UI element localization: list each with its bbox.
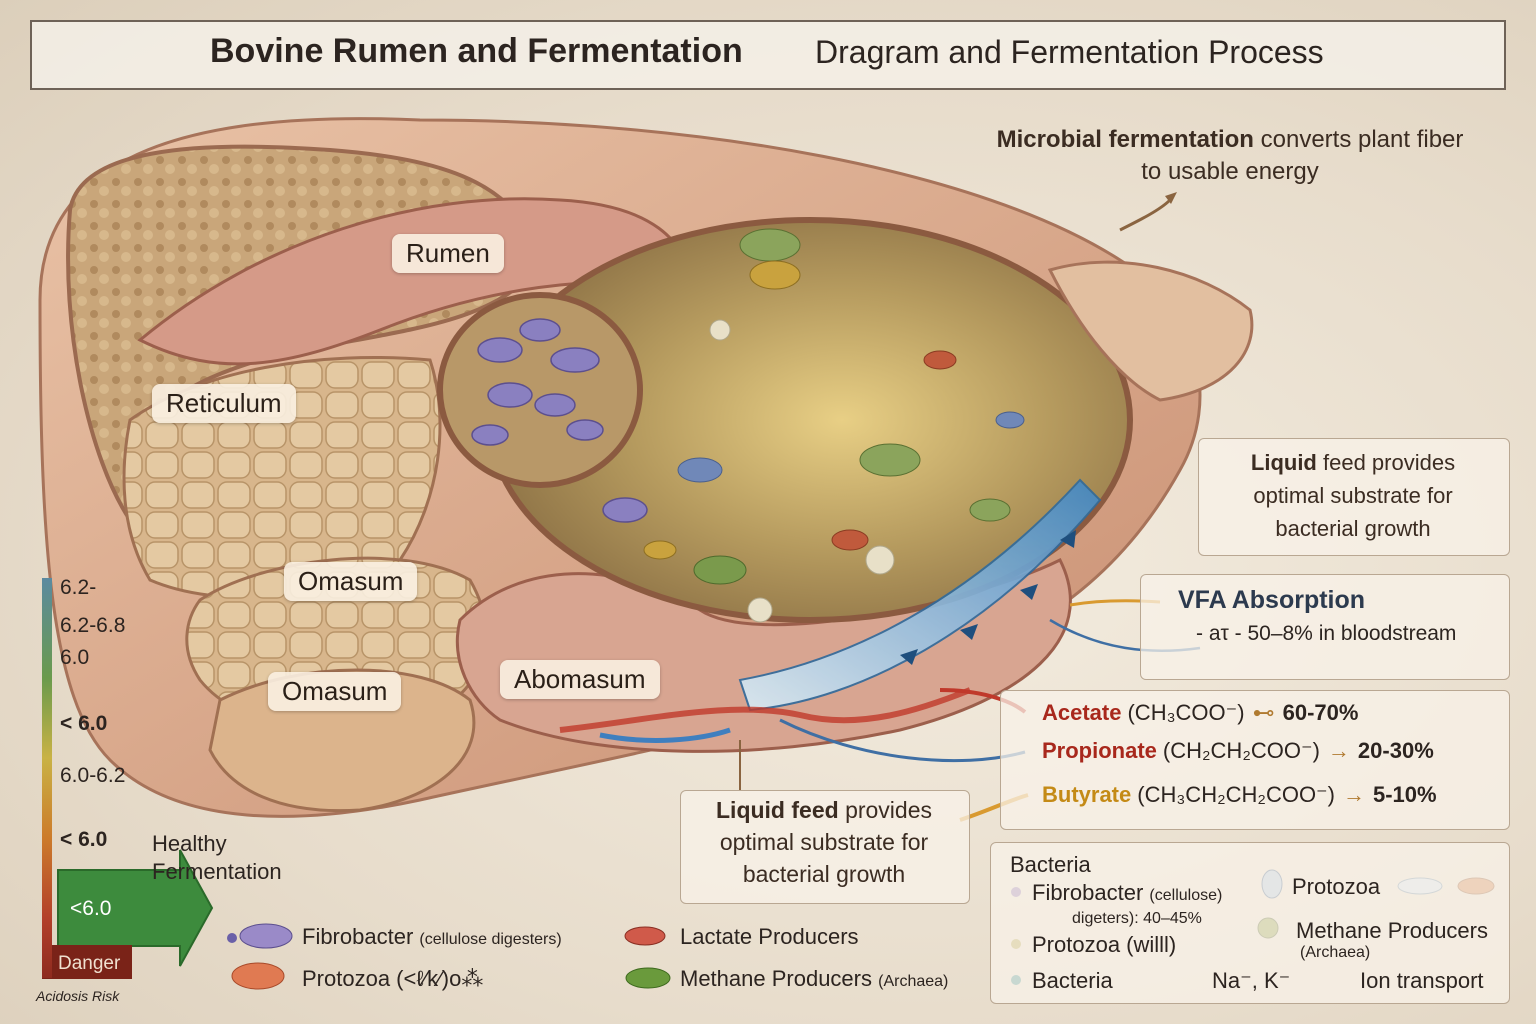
bacteria-bacteria: Bacteria (1032, 968, 1113, 993)
acid-name: Acetate (1042, 700, 1122, 725)
microbial-note-line2: to usable energy (1141, 158, 1319, 185)
liquid-feed-top-rest: feed provides (1323, 450, 1456, 475)
bacteria-protozoa-left: Protozoa (willl) (1032, 932, 1177, 957)
ph-label: 6.2-6.8 (60, 614, 126, 637)
microbial-note-rest: converts plant fiber (1260, 126, 1464, 153)
acid-formula: (CH₃CH₂CH₂COO⁻) (1137, 782, 1335, 807)
liquid-feed-panel-bottom (680, 790, 970, 904)
acid-row: Propionate(CH₂CH₂COO⁻) → 20-30% (1042, 738, 1434, 764)
label-omasum-1: Omasum (284, 562, 418, 601)
liquid-feed-panel-top (1198, 438, 1510, 556)
acid-name: Butyrate (1042, 782, 1132, 807)
vfa-flow-arrows (900, 530, 1076, 665)
acid-arrow-icon: → (1327, 738, 1350, 763)
liquid-feed-top-line3: bacterial growth (1275, 516, 1431, 541)
liquid-feed-text-top: Liquid feed provides optimal substrate f… (1198, 446, 1508, 545)
bacteria-methane: Methane Producers (1296, 918, 1488, 943)
legend-methane-small: (Archaea) (878, 973, 949, 990)
liquid-feed-top-line2: optimal substrate for (1253, 483, 1453, 508)
vfa-title: VFA Absorption (1178, 586, 1366, 614)
ph-label: 6.2- (60, 576, 97, 599)
healthy-fermentation-label: Healthy Fermentation (152, 831, 282, 884)
ph-label: 6.0-6.2 (60, 764, 126, 787)
liquid-feed-bottom-line3: bacterial growth (742, 861, 906, 887)
ph-scale-bar (42, 578, 52, 978)
acid-percentage: 60-70% (1282, 700, 1359, 725)
acids-panel (1000, 690, 1510, 830)
title-frame (30, 20, 1506, 90)
acid-arrow-icon: ⊷ (1252, 700, 1275, 725)
page-subtitle: Dragram and Fermentation Process (815, 34, 1324, 70)
bacteria-ions: Na⁻, K⁻ (1212, 968, 1291, 993)
acid-percentage: 5-10% (1373, 782, 1437, 807)
vfa-panel (1140, 574, 1510, 680)
vfa-channel (738, 478, 1102, 712)
legend-protozoa: Protozoa (<ℓ⁄k⁄)o⁂ (302, 966, 484, 991)
bacteria-fibrobacter-text: Fibrobacter (1032, 880, 1144, 905)
propionate-pointer (779, 718, 1026, 763)
bacteria-panel (990, 842, 1510, 1004)
liquid-feed-bottom-rest: provides (845, 797, 932, 823)
legend-fibrobacter-text: Fibrobacter (302, 924, 414, 949)
bacteria-fibrobacter: Fibrobacter (cellulose) (1032, 880, 1222, 906)
legend-fibrobacter: Fibrobacter (cellulose digesters) (302, 924, 562, 950)
legend-lactate: Lactate Producers (680, 924, 859, 949)
acid-percentage: 20-30% (1357, 738, 1434, 763)
page-title: Bovine Rumen and Fermentation (210, 32, 743, 70)
label-rumen: Rumen (392, 234, 504, 273)
acid-arrow-icon: → (1343, 782, 1365, 807)
ph-arrow-value: <6.0 (70, 897, 112, 920)
ph-label: < 6.0 (60, 828, 108, 851)
bacteria-title: Bacteria (1010, 852, 1091, 877)
energy-arrow (1119, 198, 1172, 232)
purple-microbes (471, 318, 648, 523)
label-reticulum: Reticulum (152, 384, 296, 423)
danger-block (42, 945, 132, 979)
ph-label: 6.0 (60, 646, 90, 669)
label-abomasum: Abomasum (500, 660, 660, 699)
vfa-detail: - aτ - 50–8% in bloodstream (1196, 622, 1457, 645)
acid-formula: (CH₂CH₂COO⁻) (1162, 738, 1320, 763)
bacteria-methane-small: (Archaea) (1300, 944, 1371, 961)
legend-fibrobacter-small: (cellulose digesters) (419, 931, 562, 948)
label-omasum-2: Omasum (268, 672, 402, 711)
microbial-note: Microbial fermentation converts plant fi… (950, 124, 1510, 188)
bacteria-ion-transport: Ion transport (1360, 968, 1484, 993)
esophagus (1047, 260, 1254, 402)
bacteria-digesters: digeters): 40–45% (1072, 910, 1202, 927)
microbial-note-bold: Microbial fermentation (996, 126, 1254, 153)
bacteria-protozoa-right: Protozoa (1292, 874, 1381, 899)
danger-label: Danger (58, 953, 121, 974)
acidosis-label: Acidosis Risk (36, 988, 120, 1004)
acid-row: Acetate(CH₃COO⁻) ⊷ 60-70% (1042, 700, 1358, 726)
acid-row: Butyrate(CH₃CH₂CH₂COO⁻) → 5-10% (1042, 782, 1437, 808)
liquid-feed-text-bottom: Liquid feed provides optimal substrate f… (680, 794, 968, 890)
legend-methane-text: Methane Producers (680, 966, 872, 991)
vein (599, 727, 731, 743)
liquid-feed-bottom-line2: optimal substrate for (719, 829, 929, 855)
energy-arrowhead (1165, 192, 1177, 204)
ph-label: < 6.0 (60, 712, 108, 735)
blood-vessel (559, 687, 972, 733)
legend-methane: Methane Producers (Archaea) (680, 966, 948, 992)
acid-formula: (CH₃COO⁻) (1127, 700, 1245, 725)
bacteria-fibrobacter-small: (cellulose) (1149, 887, 1223, 904)
acid-name: Propionate (1042, 738, 1157, 763)
microbe-particles (643, 228, 1025, 623)
liquid-feed-bottom-bold: Liquid feed (716, 797, 839, 823)
liquid-feed-top-bold: Liquid (1250, 450, 1317, 475)
